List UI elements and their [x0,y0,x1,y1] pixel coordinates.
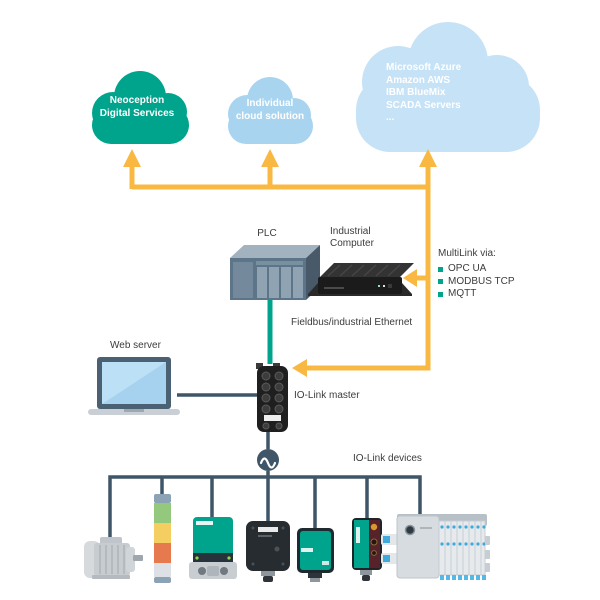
multilink-item-label: MQTT [448,288,477,300]
multilink-item: MODBUS TCP [438,276,548,289]
neoception-cloud-label: Neoception Digital Services [86,95,188,120]
cloud-connection-arrowheads [123,149,437,377]
io-link-master-icon [256,363,288,432]
cloud-connection-lines [129,166,431,371]
multilink-item: MQTT [438,288,548,301]
laptop-icon [88,357,180,415]
bullet-icon [438,266,443,272]
valve-terminal-icon [381,514,490,580]
io-link-devices-label: IO-Link devices [353,453,422,464]
electric-motor-icon [84,537,143,579]
proximity-sensor-icon [297,528,334,582]
bullet-icon [438,279,443,285]
device-connection-lines [108,393,422,541]
inclination-sensor-icon [246,521,290,582]
plc-label: PLC [257,228,277,239]
public-cloud-label: Microsoft Azure Amazon AWS IBM BlueMix S… [386,62,516,125]
public-cloud-item: Microsoft Azure [386,62,462,73]
multilink-block: MultiLink via: OPC UA MODBUS TCP MQTT [438,248,548,301]
public-cloud-item: Amazon AWS [386,74,451,86]
public-cloud-icon [356,22,540,152]
public-cloud-item: ... [386,112,395,123]
multilink-title: MultiLink via: [438,248,496,259]
io-link-icon [257,449,279,471]
plc-icon [230,245,320,300]
industrial-computer-label: Industrial Computer [330,226,374,249]
industrial-computer-icon [308,263,414,296]
multilink-item-label: OPC UA [448,263,487,275]
photoelectric-sensor-icon [352,518,382,581]
rotary-encoder-icon [189,517,237,579]
signal-tower-icon [154,494,171,583]
bullet-icon [438,291,443,297]
neoception-line1: Neoception [109,95,165,106]
io-link-master-label: IO-Link master [294,390,360,401]
individual-cloud-label: Individual cloud solution [219,98,321,123]
multilink-item: OPC UA [438,263,548,276]
web-server-label: Web server [110,340,161,351]
fieldbus-label: Fieldbus/industrial Ethernet [291,317,413,328]
individual-line2: cloud solution [235,110,305,122]
multilink-item-label: MODBUS TCP [448,275,515,287]
neoception-cloud-icon [92,71,189,144]
public-cloud-item: IBM BlueMix [386,87,446,98]
neoception-line2: Digital Services [99,107,175,119]
individual-cloud-icon [228,77,313,144]
public-cloud-item: SCADA Servers [386,99,461,111]
individual-line1: Individual [246,98,294,109]
